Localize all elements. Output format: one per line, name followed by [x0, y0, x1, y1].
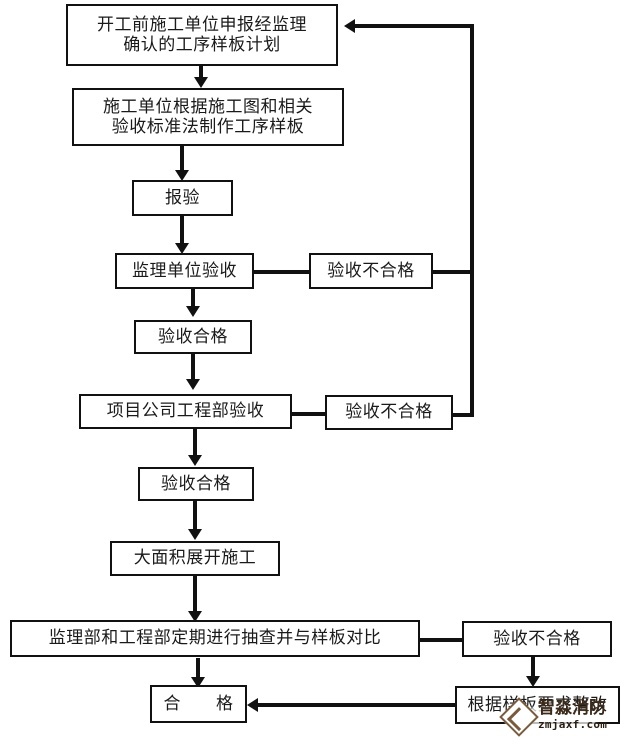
node-pass-supervisor[interactable]: 验收合格	[134, 320, 252, 354]
connector-n5-rail	[432, 270, 474, 274]
node-label: 监理部和工程部定期进行抽查并与样板对比	[48, 628, 382, 649]
node-large-scale-construction[interactable]: 大面积展开施工	[110, 541, 280, 576]
arrowhead-n7-n9	[188, 455, 202, 466]
node-label: 根据样板要求整改	[467, 694, 608, 715]
arrowhead-n12-n14	[526, 676, 540, 687]
arrowhead-n10-n11	[188, 611, 202, 622]
connector-n2-n3	[180, 146, 184, 172]
node-label: 验收合格	[158, 326, 228, 347]
connector-n4-n5	[253, 270, 310, 274]
node-rectify-per-sample[interactable]: 根据样板要求整改	[455, 686, 620, 724]
connector-n8-rail	[452, 413, 474, 417]
connector-n9-n10	[193, 500, 197, 532]
connector-n1-n2	[199, 64, 203, 80]
node-supervisor-acceptance[interactable]: 监理单位验收	[115, 253, 254, 289]
node-label: 报验	[165, 187, 200, 208]
arrowhead-n6-n7	[186, 379, 200, 390]
arrowhead-n4-n6	[186, 306, 200, 317]
connector-n4-n6	[191, 288, 195, 308]
connector-n3-n4	[180, 215, 184, 245]
connector-n11-n12	[419, 638, 464, 642]
node-fail-supervisor[interactable]: 验收不合格	[309, 253, 433, 289]
node-label: 大面积展开施工	[133, 548, 257, 569]
node-label: 监理单位验收	[132, 260, 237, 281]
node-create-sample[interactable]: 施工单位根据施工图和相关 验收标准法制作工序样板	[72, 88, 344, 146]
node-label: 项目公司工程部验收	[106, 401, 265, 422]
node-fail-spot-check[interactable]: 验收不合格	[462, 621, 612, 657]
connector-n11-n13	[196, 658, 200, 680]
node-inspection-request[interactable]: 报验	[132, 180, 233, 216]
node-label: 验收不合格	[345, 402, 433, 423]
connector-n7-n9	[193, 428, 197, 456]
node-label: 验收不合格	[493, 628, 581, 649]
arrowhead-n2-n3	[175, 170, 189, 181]
node-pre-construction-plan[interactable]: 开工前施工单位申报经监理 确认的工序样板计划	[66, 4, 338, 66]
arrowhead-n9-n10	[188, 529, 202, 540]
arrowhead-rail-to-n1	[344, 19, 355, 33]
node-label: 合 格	[163, 693, 234, 714]
node-label: 施工单位根据施工图和相关 验收标准法制作工序样板	[103, 96, 313, 137]
node-pass-project-company[interactable]: 验收合格	[138, 467, 254, 501]
arrowhead-n14-n13	[247, 698, 258, 712]
connector-n7-n8	[291, 412, 326, 416]
node-label: 开工前施工单位申报经监理 确认的工序样板计划	[97, 14, 307, 55]
connector-n14-n13	[258, 703, 456, 707]
right-rail-vertical	[470, 24, 474, 416]
connector-n12-n14	[531, 657, 535, 679]
node-label: 验收不合格	[327, 260, 415, 281]
node-project-company-acceptance[interactable]: 项目公司工程部验收	[79, 394, 292, 429]
connector-n10-n11	[193, 575, 197, 613]
arrowhead-n3-n4	[175, 243, 189, 254]
node-qualified[interactable]: 合 格	[150, 685, 247, 723]
connector-n6-n7	[191, 353, 195, 381]
arrowhead-n11-n13	[191, 677, 205, 688]
node-periodic-spot-check[interactable]: 监理部和工程部定期进行抽查并与样板对比	[10, 620, 420, 657]
right-rail-top-horizontal	[355, 24, 474, 28]
arrowhead-n1-n2	[194, 77, 208, 88]
node-label: 验收合格	[161, 473, 231, 494]
node-fail-project-company[interactable]: 验收不合格	[325, 395, 453, 430]
